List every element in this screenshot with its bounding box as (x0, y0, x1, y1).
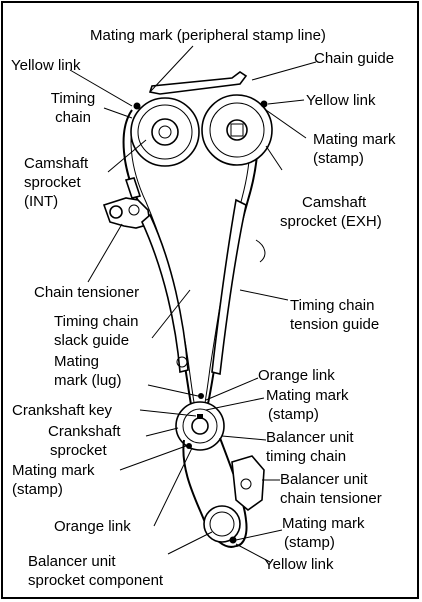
label-timing-chain-slack-guide: Timing chain slack guide (54, 312, 138, 350)
label-crankshaft-key: Crankshaft key (12, 402, 113, 419)
label-balancer-unit-chain-tensioner: Balancer unit chain tensioner (280, 470, 382, 508)
label-balancer-unit-timing-chain: Balancer unit timing chain (266, 428, 354, 466)
label-orange-link-bottom: Orange link (54, 518, 131, 535)
camshaft-sprocket-exh (201, 94, 273, 166)
label-mating-mark-lug-line2: mark (lug) (54, 372, 122, 389)
chain-tensioner-shape (102, 177, 151, 229)
balancer-unit-sprocket (203, 505, 241, 543)
label-slack-guide-line2: slack guide (54, 332, 130, 349)
label-balancer-timing-chain-line1: Balancer unit (266, 429, 354, 446)
label-yellow-link-bottom: Yellow link (264, 556, 334, 573)
label-mating-mark-stamp-left: Mating mark (stamp) (12, 461, 95, 499)
label-mating-mark-stamp-bottom-line1: Mating mark (282, 515, 365, 532)
label-camshaft-exh-line2: sprocket (EXH) (280, 213, 382, 230)
yellow-link-mark-top-left (133, 102, 141, 110)
label-balancer-sprocket-line1: Balancer unit (28, 553, 116, 570)
label-mating-mark-stamp-mid-line2: (stamp) (268, 406, 319, 423)
label-timing-chain-line1: Timing (50, 90, 96, 107)
label-mating-mark-stamp-left-line2: (stamp) (12, 481, 63, 498)
label-mating-mark-stamp-bottom: Mating mark (stamp) (282, 514, 365, 552)
label-chain-guide: Chain guide (314, 50, 395, 67)
label-camshaft-sprocket-int: Camshaft sprocket (INT) (24, 154, 88, 211)
label-balancer-timing-chain-line2: timing chain (266, 448, 347, 465)
leader-lines (69, 45, 317, 563)
label-crankshaft-sprocket-line1: Crankshaft (48, 423, 121, 440)
label-mating-mark-stamp-left-line1: Mating mark (12, 462, 95, 479)
label-tension-guide-line1: Timing chain (290, 297, 375, 314)
label-balancer-chain-tensioner-line1: Balancer unit (280, 471, 368, 488)
timing-chain-tension-guide (211, 198, 247, 375)
label-mating-mark-stamp-bottom-line2: (stamp) (284, 534, 335, 551)
label-mating-mark-stamp-mid-line1: Mating mark (266, 387, 349, 404)
label-mating-mark-peripheral: Mating mark (peripheral stamp line) (90, 27, 326, 44)
chain-guide (148, 71, 248, 95)
label-mating-mark-stamp-top: Mating mark (stamp) (313, 130, 396, 168)
label-balancer-sprocket-line2: sprocket component (28, 572, 164, 589)
label-camshaft-int-line1: Camshaft (24, 155, 89, 172)
label-balancer-chain-tensioner-line2: chain tensioner (280, 490, 382, 507)
balancer-unit-chain-tensioner-shape (231, 455, 265, 512)
label-yellow-link-top-left: Yellow link (11, 57, 81, 74)
label-slack-guide-line1: Timing chain (54, 313, 139, 330)
label-camshaft-int-line2: sprocket (24, 174, 81, 191)
label-orange-link-top: Orange link (258, 367, 335, 384)
label-timing-chain-tension-guide: Timing chain tension guide (290, 296, 379, 334)
label-camshaft-exh-line1: Camshaft (302, 194, 367, 211)
camshaft-sprocket-int (130, 97, 200, 167)
crankshaft-sprocket (175, 401, 225, 451)
label-crankshaft-sprocket-line2: sprocket (50, 442, 107, 459)
label-tension-guide-line2: tension guide (290, 316, 380, 333)
label-mating-mark-stamp-top-line1: Mating mark (313, 131, 396, 148)
yellow-link-mark-top-right (260, 100, 268, 108)
label-chain-tensioner: Chain tensioner (34, 284, 140, 301)
label-mating-mark-stamp-top-line2: (stamp) (313, 150, 364, 167)
yellow-link-mark-bottom (229, 536, 237, 544)
orange-link-mark-bottom (186, 443, 192, 449)
label-camshaft-int-line3: (INT) (24, 193, 59, 210)
label-balancer-unit-sprocket: Balancer unit sprocket component (28, 552, 163, 590)
label-yellow-link-top-right: Yellow link (306, 92, 376, 109)
label-mating-mark-stamp-mid: Mating mark (stamp) (266, 386, 349, 424)
label-timing-chain: Timing chain (46, 89, 100, 127)
orange-link-mark-top (198, 393, 204, 399)
label-crankshaft-sprocket: Crankshaft sprocket (48, 422, 121, 460)
timing-chain-slack-guide (141, 213, 189, 374)
label-timing-chain-line2: chain (55, 109, 91, 126)
label-mating-mark-lug: Mating mark (lug) (54, 352, 122, 390)
label-mating-mark-lug-line1: Mating (54, 353, 100, 370)
label-camshaft-sprocket-exh: Camshaft sprocket (EXH) (280, 193, 382, 231)
